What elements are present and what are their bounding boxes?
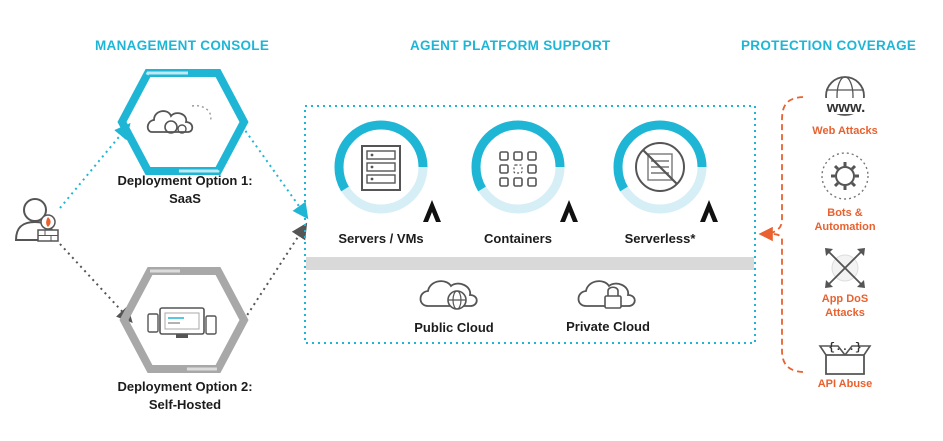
deployment-option1-label: Deployment Option 1: SaaS	[92, 172, 278, 208]
coverage-label-api-abuse: API Abuse	[795, 377, 895, 391]
containers-icon	[499, 151, 537, 187]
agent-logo-icon	[423, 200, 441, 222]
arrows-out-icon	[825, 248, 865, 288]
user-fire-icon	[14, 198, 59, 242]
deployment-option2-title: Deployment Option 2:	[117, 379, 253, 394]
platform-label-containers: Containers	[484, 231, 552, 246]
connector-user-to-selfhosted	[59, 243, 133, 323]
api-box-icon: {...}	[818, 342, 872, 375]
coverage-bracket	[758, 96, 804, 373]
monitor-devices-icon	[147, 307, 217, 338]
lock-cloud-icon	[577, 280, 636, 309]
server-rack-icon	[361, 145, 401, 191]
management-console-header: MANAGEMENT CONSOLE	[95, 38, 270, 53]
platform-label-servers: Servers / VMs	[338, 231, 424, 246]
deployment-option2-label: Deployment Option 2: Self-Hosted	[92, 378, 278, 414]
www-globe-icon: www.	[822, 76, 870, 116]
saas-cloud-gear-icon	[146, 105, 212, 134]
connector-saas-to-platform	[241, 125, 309, 220]
platform-label-serverless: Serverless*	[624, 231, 696, 246]
deployment-option1-type: SaaS	[169, 191, 201, 206]
coverage-label-line: Automation	[814, 221, 876, 233]
coverage-label-web-attacks: Web Attacks	[795, 124, 895, 138]
cloud-label-public: Public Cloud	[414, 320, 494, 335]
selfhosted-hexagon	[119, 267, 249, 373]
agent-logo-icon	[700, 200, 718, 222]
gear-icon	[821, 152, 869, 200]
coverage-label-line: App DoS	[821, 293, 869, 305]
globe-cloud-icon	[419, 280, 478, 310]
deployment-option1-title: Deployment Option 1:	[117, 173, 253, 188]
connector-selfhosted-to-platform	[243, 222, 308, 321]
serverless-ring	[613, 120, 707, 214]
agent-platform-box	[304, 105, 756, 344]
serverless-icon	[635, 142, 685, 192]
cloud-label-private: Private Cloud	[566, 319, 650, 334]
platform-divider-bar	[306, 257, 754, 270]
svg-text:{...}: {...}	[828, 342, 861, 354]
coverage-label-line: Bots &	[827, 207, 863, 219]
coverage-label-line: API Abuse	[817, 378, 873, 390]
servers-ring	[334, 120, 428, 214]
containers-ring	[471, 120, 565, 214]
deployment-option2-type: Self-Hosted	[148, 397, 222, 412]
coverage-label-line: Attacks	[825, 307, 865, 319]
coverage-label-line: Web Attacks	[812, 125, 878, 137]
protection-coverage-header: PROTECTION COVERAGE	[741, 38, 917, 53]
coverage-label-app-dos: App DoS Attacks	[795, 292, 895, 320]
saas-hexagon	[117, 69, 249, 175]
svg-text:www.: www.	[826, 99, 866, 116]
coverage-label-bots: Bots & Automation	[795, 206, 895, 234]
agent-logo-icon	[560, 200, 578, 222]
agent-platform-header: AGENT PLATFORM SUPPORT	[410, 38, 611, 53]
